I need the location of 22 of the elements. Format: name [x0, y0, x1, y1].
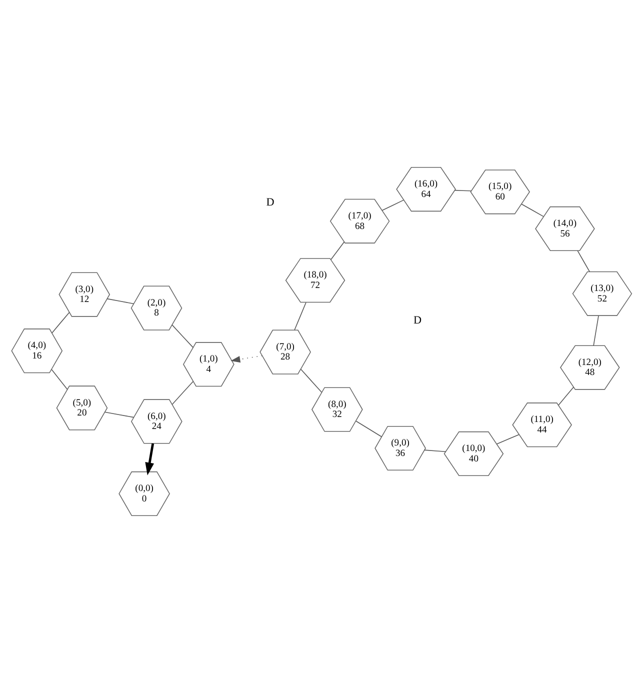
connector: [172, 324, 194, 348]
connector: [577, 250, 590, 272]
connector: [52, 311, 70, 333]
connector: [106, 298, 134, 304]
connector: [424, 449, 446, 452]
connector: [558, 386, 574, 406]
label: D: [413, 314, 422, 326]
connector: [294, 302, 306, 330]
connector: [330, 240, 345, 260]
connector: [51, 368, 68, 390]
label: D: [266, 196, 274, 208]
connector: [300, 368, 322, 392]
connector: [454, 189, 472, 191]
connector: [172, 380, 194, 404]
connector: [593, 314, 599, 346]
connector: [521, 203, 544, 216]
connector: [382, 199, 404, 210]
connector: [496, 434, 520, 444]
connector: [104, 411, 134, 418]
arrow: [230, 354, 262, 362]
arrow: [145, 442, 154, 475]
connector: [356, 420, 382, 437]
